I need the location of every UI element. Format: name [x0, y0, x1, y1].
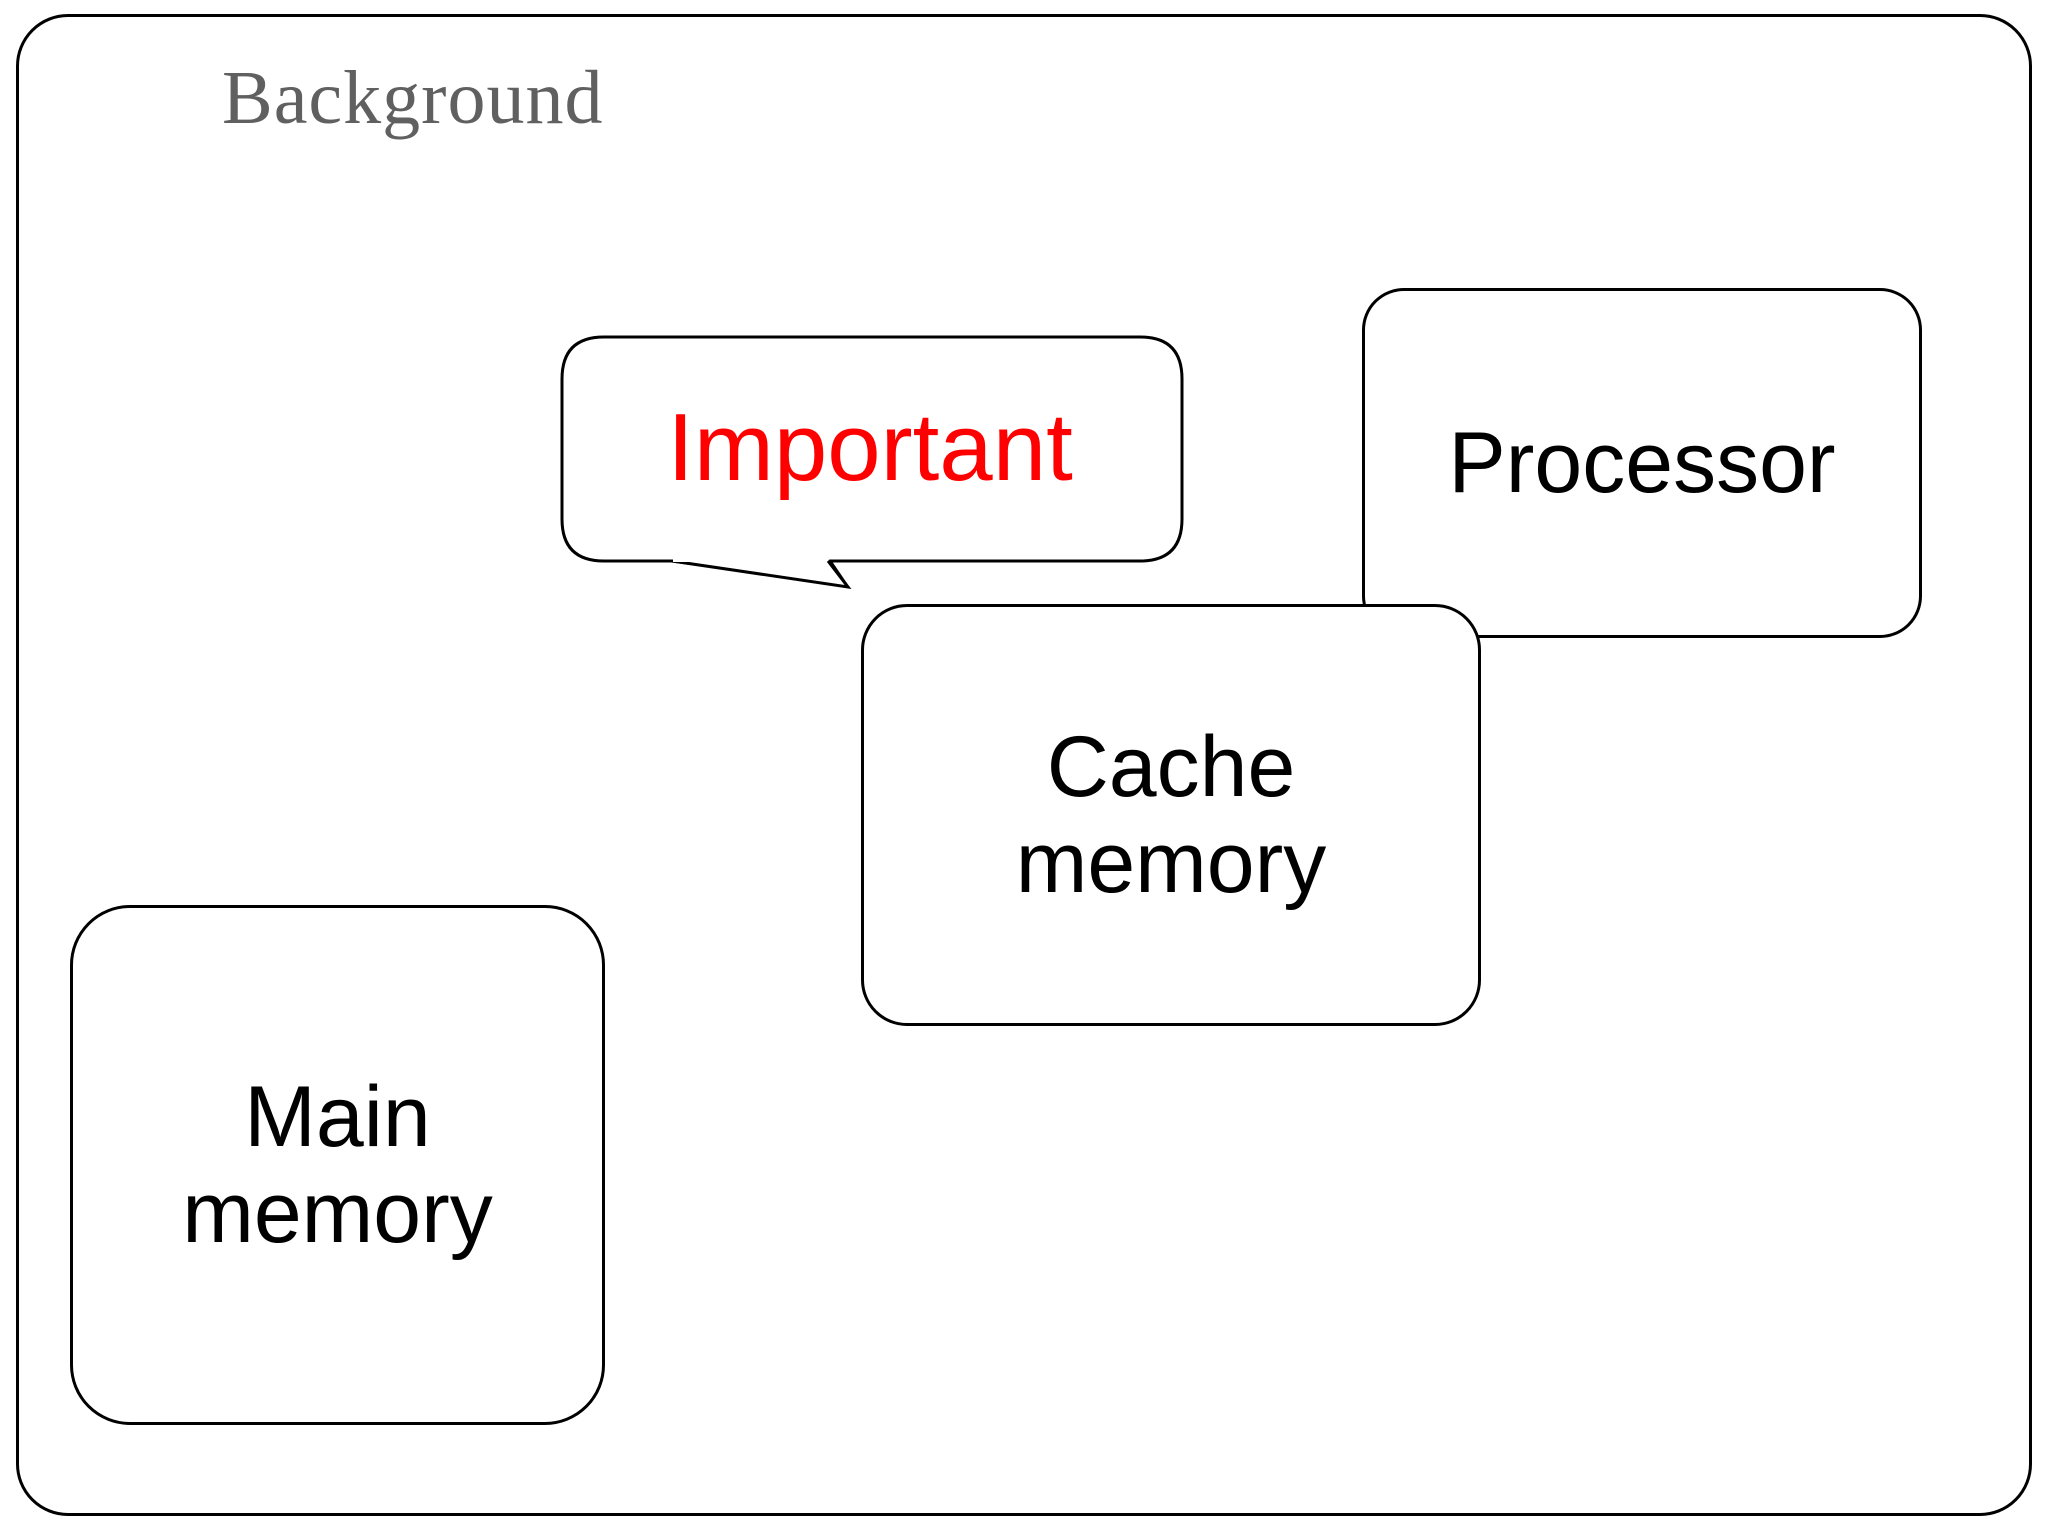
node-cache-memory[interactable]: Cache memory	[861, 604, 1481, 1026]
node-main-memory-label: Main memory	[182, 1068, 493, 1261]
page-title: Background	[222, 56, 604, 140]
node-processor-label: Processor	[1448, 414, 1836, 511]
node-cache-memory-label: Cache memory	[1015, 718, 1327, 911]
node-processor[interactable]: Processor	[1362, 288, 1922, 638]
callout-important-label: Important	[667, 393, 1073, 501]
slide-frame-border	[16, 14, 2032, 1516]
node-main-memory[interactable]: Main memory	[70, 905, 605, 1425]
